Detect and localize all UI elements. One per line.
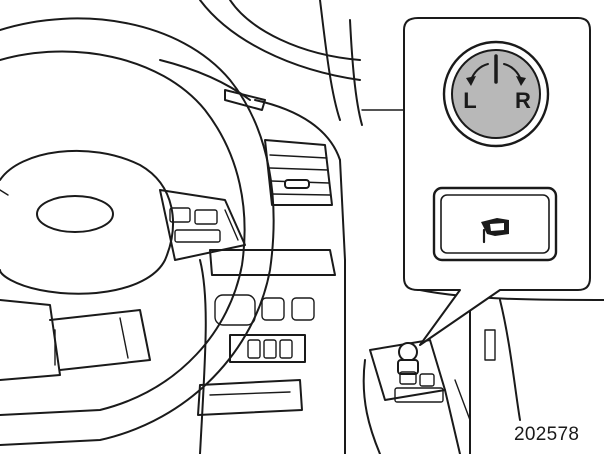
mirror-fold-switch (432, 186, 558, 262)
mirror-fold-icon (481, 218, 509, 244)
door-switch-panel (362, 339, 471, 455)
center-vent (224, 89, 333, 206)
knob-right-label: R (515, 88, 531, 113)
callout-box (403, 17, 591, 346)
curved-arrow-icon (466, 63, 526, 86)
dashboard-outline (159, 0, 604, 455)
knob-left-label: L (463, 88, 476, 113)
center-console-buttons (197, 249, 336, 416)
figure-id: 202578 (514, 424, 580, 445)
steering-wheel (0, 17, 275, 446)
mirror-select-knob: L R (442, 40, 550, 148)
